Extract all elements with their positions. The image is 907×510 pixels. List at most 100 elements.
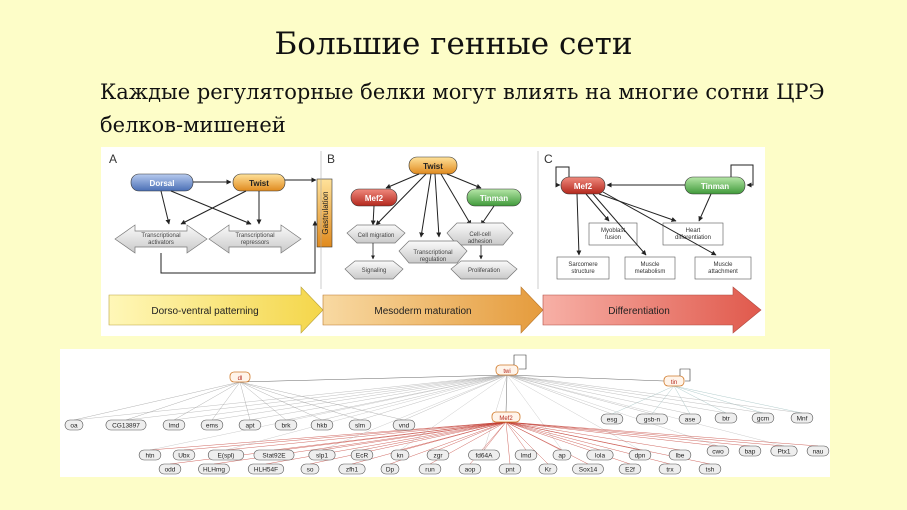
- gene-node-row2-16-label: Ptx1: [777, 449, 790, 456]
- panel-b: B Twist Mef2 Tinman Cell migration Cell-…: [327, 152, 522, 280]
- regulator-dl: dl: [229, 371, 251, 383]
- gene-node-row3-5: Dp: [380, 463, 400, 475]
- gene-node-row2-6-label: kn: [397, 453, 404, 460]
- page-title: Большие генные сети: [274, 26, 633, 62]
- gene-node-row1r-0: esg: [600, 413, 624, 425]
- gene-node-row2-8: fd64A: [468, 449, 500, 461]
- stage-dorso-ventral: [108, 286, 324, 334]
- gene-node-row3-3: so: [300, 463, 320, 475]
- gene-node-row3-1: HLHmg: [198, 463, 230, 475]
- gene-node-row1-7: slm: [348, 419, 372, 431]
- gene-node-row3-10: Sox14: [572, 463, 604, 475]
- gene-node-row3-1-label: HLHmg: [203, 467, 225, 474]
- gene-node-row2-17-label: nau: [813, 449, 824, 456]
- gene-node-row1-4: apt: [238, 419, 262, 431]
- gene-node-row1r-1: gsb-n: [636, 413, 668, 425]
- gene-node-row2-17: nau: [806, 445, 830, 457]
- mef2-label-c: Mef2: [574, 182, 593, 191]
- gene-node-row1r-3-label: btr: [722, 416, 730, 423]
- stage-label-3: Differentiation: [608, 306, 670, 317]
- gene-node-row1-0-label: oa: [70, 423, 78, 430]
- gene-node-row1-8: vnd: [392, 419, 416, 431]
- gene-node-row3-13-label: tsh: [706, 467, 715, 474]
- gene-node-row1-0: oa: [64, 419, 84, 431]
- gene-node-row1r-4-label: gcm: [757, 416, 769, 423]
- regulator-mef2: Mef2: [491, 411, 521, 423]
- gene-node-row2-13: lbe: [668, 449, 692, 461]
- gene-node-row2-12-label: dpn: [635, 453, 646, 460]
- dorsal-label: Dorsal: [150, 179, 175, 188]
- cell-migration-label: Cell migration: [358, 233, 395, 239]
- gene-node-row1r-4: gcm: [751, 412, 775, 424]
- myoblast-fusion-box: [588, 222, 638, 246]
- gene-node-row1-7-label: slm: [355, 423, 365, 430]
- twist-label-a: Twist: [249, 179, 269, 188]
- gene-node-row2-13-label: lbe: [676, 453, 685, 460]
- gene-node-row1r-2-label: ase: [685, 417, 696, 424]
- heart-differentiation-box: [662, 222, 724, 246]
- gene-node-row2-9: lmd: [514, 449, 538, 461]
- gene-node-row3-2: HLH54F: [247, 463, 285, 475]
- gene-node-row3-8: pnt: [498, 463, 522, 475]
- gene-node-row1-5: brk: [274, 419, 298, 431]
- tin-label: tin: [671, 380, 677, 386]
- gastrulation-label: Gastrulation: [321, 191, 330, 234]
- stage-label-2: Mesoderm maturation: [374, 306, 471, 317]
- gene-node-row2-5: EcR: [350, 449, 374, 461]
- gene-node-row3-10-label: Sox14: [579, 467, 598, 474]
- gene-node-row2-1: Ubx: [172, 449, 196, 461]
- regulator-tin: tin: [663, 368, 691, 387]
- gene-node-row2-2-label: E(spl): [218, 453, 235, 460]
- tinman-label-c: Tinman: [701, 182, 729, 191]
- mef2-label-b: Mef2: [365, 194, 384, 203]
- panel-c-letter: C: [544, 152, 553, 166]
- gene-node-row2-7-label: zgr: [433, 453, 443, 460]
- gene-node-row2-0-label: htn: [145, 453, 154, 460]
- gene-node-row1r-3: btr: [714, 412, 738, 424]
- gene-node-row2-12: dpn: [628, 449, 652, 461]
- gene-node-row2-15-label: bap: [745, 449, 756, 456]
- gene-node-row2-16: Ptx1: [770, 445, 798, 457]
- gene-node-row3-7: aop: [458, 463, 482, 475]
- gene-node-row2-11-label: lola: [595, 453, 606, 460]
- gene-node-row1-6-label: hkb: [317, 423, 328, 430]
- stage-differentiation: [542, 286, 762, 334]
- gene-node-row3-9-label: Kr: [545, 467, 552, 474]
- gene-node-row1r-1-label: gsb-n: [644, 417, 661, 424]
- gene-node-row2-3: Stat92E: [253, 449, 295, 461]
- gene-node-row2-11: lola: [586, 449, 614, 461]
- gene-node-row1-1: CG13897: [105, 419, 147, 431]
- gene-node-row3-7-label: aop: [465, 467, 476, 474]
- gene-node-row1-2-label: lmd: [169, 423, 180, 430]
- gene-node-row1-6: hkb: [310, 419, 334, 431]
- sarcomere-structure-box: [556, 256, 610, 280]
- gene-node-row2-2: E(spl): [207, 449, 245, 461]
- signaling-label: Signaling: [362, 268, 387, 274]
- twi-label: twi: [503, 369, 510, 375]
- panel-a-letter: A: [109, 152, 117, 166]
- gene-node-row3-5-label: Dp: [386, 467, 395, 474]
- muscle-metabolism-box: [624, 256, 676, 280]
- gene-node-row3-12-label: trx: [666, 467, 674, 474]
- gene-node-row3-6-label: run: [425, 467, 435, 474]
- gene-node-row1r-5: Mnf: [790, 412, 814, 424]
- gene-node-row3-11-label: E2f: [625, 467, 635, 474]
- gene-node-row2-1-label: Ubx: [178, 453, 190, 460]
- gene-node-row1r-5-label: Mnf: [797, 416, 808, 423]
- gene-node-row3-3-label: so: [307, 467, 314, 474]
- gene-node-row1-2: lmd: [162, 419, 186, 431]
- gene-node-row2-8-label: fd64A: [476, 453, 494, 460]
- gene-node-row2-14-label: cwo: [712, 449, 724, 456]
- gene-node-row3-0: odd: [158, 463, 182, 475]
- subtitle: Каждые регуляторные белки могут влиять н…: [100, 80, 825, 137]
- dl-label: dl: [238, 376, 243, 382]
- gene-node-row3-13: tsh: [698, 463, 722, 475]
- gene-node-row2-7: zgr: [426, 449, 450, 461]
- gene-node-row2-0: htn: [138, 449, 162, 461]
- gene-node-row3-9: Kr: [538, 463, 558, 475]
